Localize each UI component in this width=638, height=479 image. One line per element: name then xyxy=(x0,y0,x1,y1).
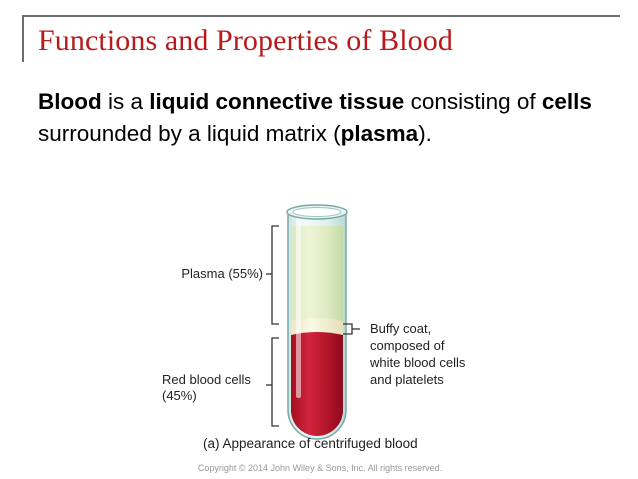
plasma-bracket xyxy=(266,225,279,325)
rbc-label-line1: Red blood cells xyxy=(162,372,251,387)
slide-title: Functions and Properties of Blood xyxy=(38,24,453,57)
rbc-bracket xyxy=(266,337,279,427)
slide-body-text: Blood is a liquid connective tissue cons… xyxy=(38,86,618,150)
body-fragment: consisting of xyxy=(404,89,542,114)
body-fragment: is a xyxy=(101,89,150,114)
rbc-label-line2: (45%) xyxy=(162,388,197,403)
copyright-notice: Copyright © 2014 John Wiley & Sons, Inc.… xyxy=(198,463,442,473)
buffy-label-line4: and platelets xyxy=(370,372,444,387)
buffy-label-line2: composed of xyxy=(370,338,445,353)
body-fragment: ). xyxy=(418,121,432,146)
term-plasma: plasma xyxy=(340,121,419,146)
buffy-coat-bracket xyxy=(343,323,360,335)
plasma-label: Plasma (55%) xyxy=(181,266,263,281)
test-tube xyxy=(286,204,348,440)
figure-caption: (a) Appearance of centrifuged blood xyxy=(203,436,418,451)
term-liquid-connective-tissue: liquid connective tissue xyxy=(149,89,405,114)
buffy-label-line1: Buffy coat, xyxy=(370,321,431,336)
term-blood: Blood xyxy=(38,89,102,114)
buffy-label-line3: white blood cells xyxy=(369,355,466,370)
slide-frame-top xyxy=(22,15,620,17)
body-fragment: surrounded by a liquid matrix ( xyxy=(38,121,341,146)
slide-frame-left xyxy=(22,15,24,62)
term-cells: cells xyxy=(541,89,592,114)
